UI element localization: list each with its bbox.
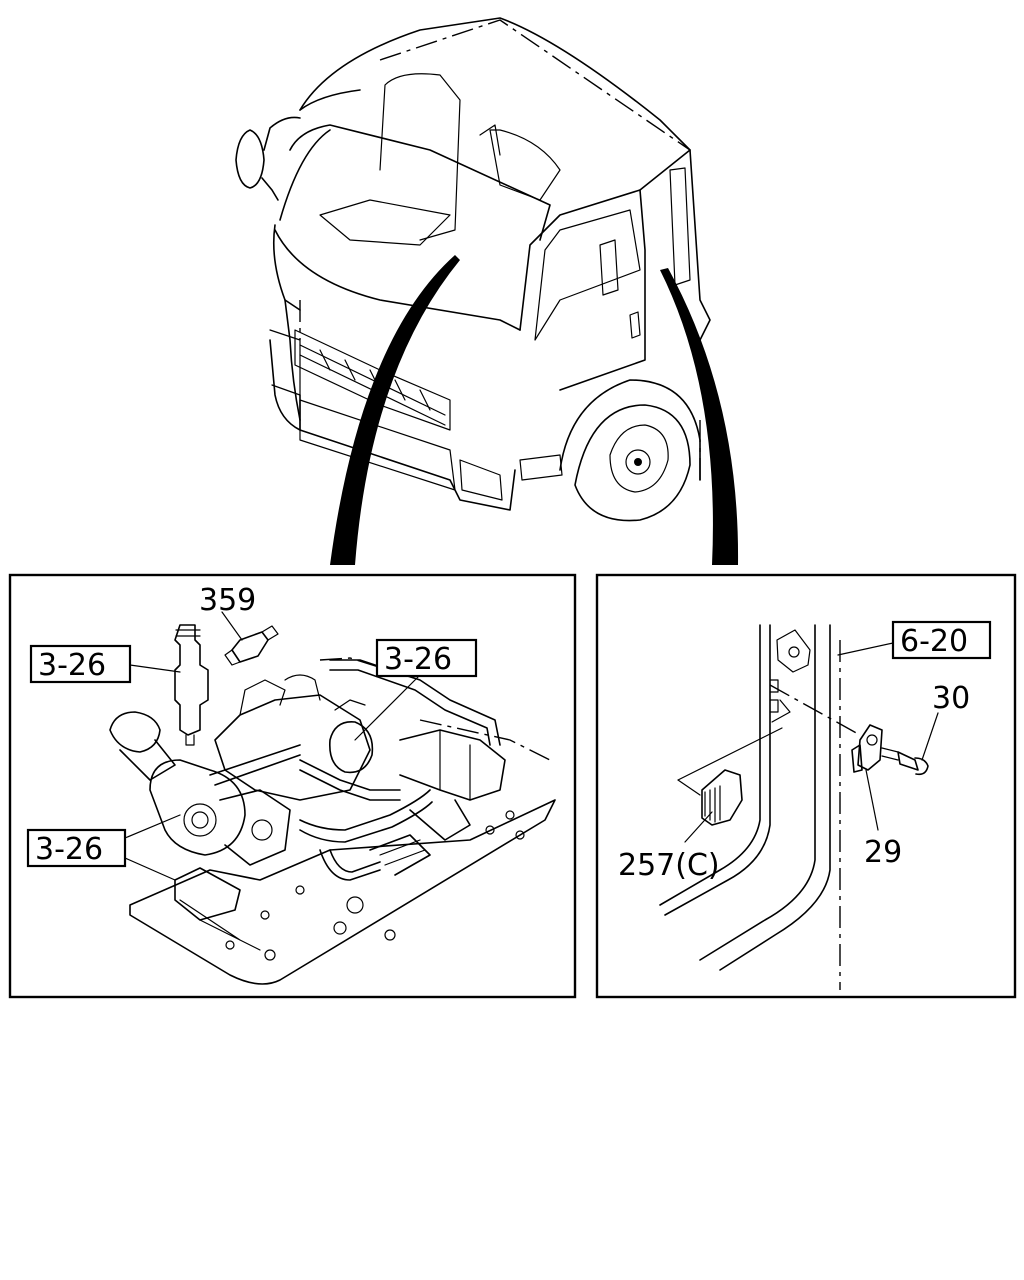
label-ref-3-26-bottom: 3-26 (35, 832, 103, 867)
label-ref-3-26-top: 3-26 (384, 642, 452, 677)
detail-pointers (330, 255, 739, 565)
detail-frame-right (595, 573, 1017, 999)
callout-box-3-26-top (375, 638, 478, 678)
label-part-29: 29 (864, 835, 902, 870)
detail-frame-left (8, 573, 577, 999)
callout-box-3-26-left (29, 644, 132, 684)
leader-lines-left (124, 611, 421, 881)
part-labels: 359 3-26 3-26 3-26 6-20 30 29 257(C) (26, 583, 992, 883)
leader-lines-right (684, 642, 939, 843)
callout-box-6-20 (891, 620, 992, 660)
label-part-359: 359 (199, 583, 256, 618)
label-part-30: 30 (932, 681, 970, 716)
label-ref-3-26-left: 3-26 (38, 648, 106, 683)
label-part-257c: 257(C) (618, 848, 720, 883)
truck-cab-illustration (235, 17, 711, 522)
callout-box-3-26-bottom (26, 828, 127, 868)
label-ref-6-20: 6-20 (900, 624, 968, 659)
